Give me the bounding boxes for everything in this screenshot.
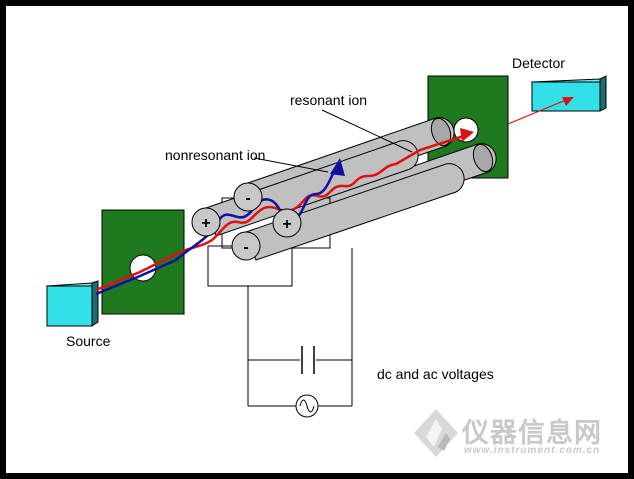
rod-polarity-left: + [201, 215, 210, 232]
rod-end-top-left: - [233, 182, 263, 212]
detector-beam-arrowhead [562, 97, 574, 106]
rod-end-right: + [272, 208, 302, 238]
detector-beam [507, 99, 567, 125]
ac-source-symbol [295, 394, 319, 418]
rod-polarity-right: + [282, 216, 291, 233]
watermark: 仪器信息网 www.instrument.com.cn [412, 405, 626, 467]
watermark-name: 仪器信息网 [462, 418, 602, 449]
source-box [45, 280, 100, 327]
watermark-url: www.instrument.com.cn [464, 445, 601, 456]
nonresonant-ion-label: nonresonant ion [165, 147, 266, 163]
rod-end-left: + [191, 207, 221, 237]
rod-polarity-top-left: - [245, 190, 250, 207]
rod-bottom [245, 163, 465, 261]
resonant-ion-label: resonant ion [290, 92, 368, 108]
rod-end-bottom: - [231, 231, 261, 261]
nonresonant-ion-arrowhead [330, 158, 345, 176]
resonant-ion-leader [321, 109, 413, 153]
rod-polarity-bottom: - [243, 239, 248, 256]
watermark-logo-icon [414, 409, 458, 457]
voltages-label: dc and ac voltages [377, 366, 494, 382]
detector-label: Detector [512, 55, 565, 71]
resonant-ion-arrowhead [460, 128, 474, 142]
nonresonant-ion-leader [253, 157, 329, 173]
detector-box [530, 75, 608, 112]
capacitor-symbol [301, 346, 315, 374]
source-label: Source [66, 333, 111, 349]
